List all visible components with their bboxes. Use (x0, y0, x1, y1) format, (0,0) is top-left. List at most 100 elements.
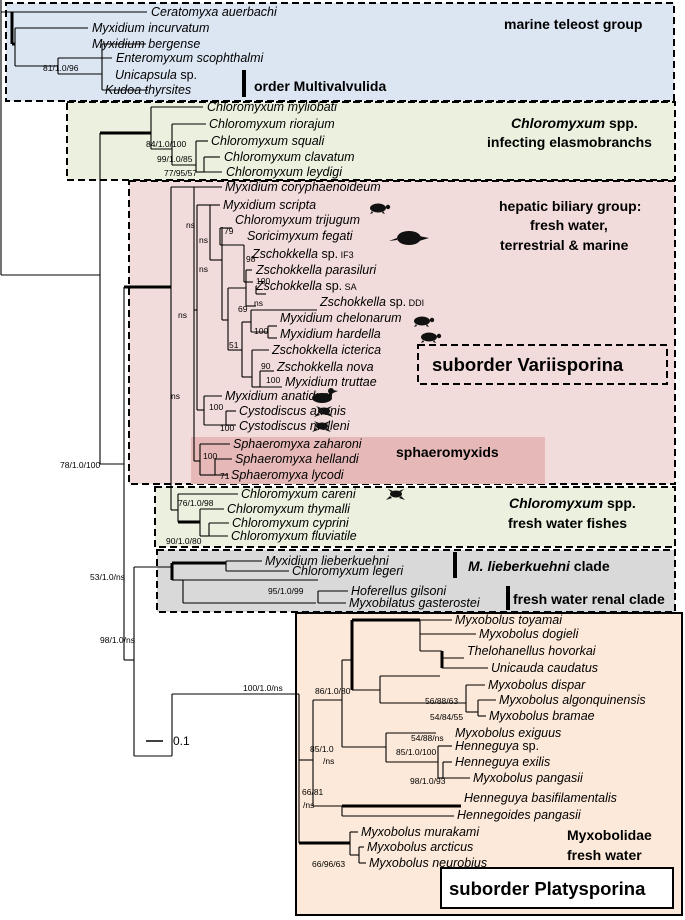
taxon-label: Zschokkella sp. IF3 (251, 247, 354, 261)
taxon-label: Unicapsula sp. (115, 68, 197, 82)
taxon-label: Sphaeromyxa lycodi (231, 468, 345, 482)
support-value: 90/1.0/80 (166, 536, 202, 546)
scale-bar-label: 0.1 (173, 734, 190, 748)
support-value: 56/88/63 (425, 696, 458, 706)
taxon-label: Henneguya sp. (455, 739, 539, 753)
myxobolidae-label-line1: Myxobolidae (567, 827, 652, 843)
freshwater-chloromyxum-line2: fresh water fishes (508, 515, 627, 531)
taxon-label: Enteromyxum scophthalmi (116, 51, 265, 65)
sphaeromyxid-box (191, 437, 545, 484)
support-value: 71 (220, 471, 230, 481)
turtle-icon (414, 316, 435, 327)
support-value: 66/96/63 (312, 859, 345, 869)
support-value: 84/1.0/100 (146, 139, 186, 149)
elasmobranch-label-line2: infecting elasmobranchs (487, 134, 652, 150)
taxon-label: Chloromyxum fluviatile (231, 529, 357, 543)
support-value: 76/1.0/98 (178, 498, 214, 508)
marine-teleost-box (5, 2, 675, 102)
taxon-label: Zschokkella sp. SA (255, 279, 357, 293)
support-value: 100 (266, 375, 280, 385)
support-value: 79 (224, 226, 234, 236)
support-value: ns (254, 298, 263, 308)
taxon-label: Myxobolus toyamai (455, 613, 563, 627)
support-value: ns (199, 264, 208, 274)
frog-icon (386, 489, 405, 500)
taxon-label: Myxobolus murakami (361, 825, 480, 839)
myxobolidae-label-line2: fresh water (567, 847, 642, 863)
support-value: 69 (238, 304, 248, 314)
hepatic-label-line1: hepatic biliary group: (499, 198, 641, 214)
support-value: 78/1.0/100 (60, 460, 100, 470)
taxon-label: Myxobolus exiguus (455, 726, 561, 740)
taxon-label: Thelohanellus hovorkai (467, 644, 597, 658)
hepatic-label-line2: fresh water, (530, 217, 608, 233)
taxon-label: Myxidium coryphaenoideum (225, 180, 381, 194)
lieberkuehni-clade-label: M. lieberkuehni clade (468, 558, 610, 574)
support-value: ns (178, 310, 187, 320)
taxon-label: Zschokkella icterica (271, 343, 381, 357)
taxon-label: Unicauda caudatus (491, 661, 598, 675)
taxon-label: Sphaeromyxa zaharoni (233, 437, 363, 451)
taxon-label: Kudoa thyrsites (105, 83, 191, 97)
support-value: 100 (254, 326, 268, 336)
taxon-label: Henneguya exilis (455, 755, 550, 769)
support-value: 98/1.0/93 (410, 776, 446, 786)
taxon-label: Ceratomyxa auerbachi (151, 5, 278, 19)
platysporina-label: suborder Platysporina (449, 878, 646, 899)
elasmobranch-label: Chloromyxum spp. (511, 115, 638, 131)
taxon-labels: Ceratomyxa auerbachi Myxidium incurvatum… (92, 5, 646, 870)
support-value: 98/1.0/ns (100, 635, 135, 645)
taxon-label: Myxidium lieberkuehni (265, 554, 390, 568)
multivalvulida-label: order Multivalvulida (254, 78, 386, 94)
support-value: 100/1.0/ns (243, 683, 283, 693)
taxon-label: Myxidium hardella (280, 327, 381, 341)
support-value: /ns (303, 800, 314, 810)
taxon-label: Myxobolus algonquinensis (499, 693, 646, 707)
taxon-label: Henneguya basifilamentalis (464, 791, 617, 805)
hepatic-label-line3: terrestrial & marine (500, 237, 629, 253)
taxon-label: Myxobolus arcticus (367, 840, 473, 854)
platysporina-label-box (440, 867, 674, 909)
taxon-label: Chloromyxum riorajum (209, 117, 335, 131)
support-value: 100 (256, 276, 270, 286)
taxon-label: Myxidium chelonarum (280, 311, 402, 325)
support-value: 86/1.0/80 (315, 686, 351, 696)
taxon-label: Soricimyxum fegati (247, 229, 354, 243)
taxon-label: Zschokkella parasiluri (255, 263, 377, 277)
taxon-label: Chloromyxum leydigi (226, 165, 343, 179)
support-value: /ns (323, 756, 334, 766)
renal-clade-label: fresh water renal clade (513, 591, 665, 607)
taxon-label: Myxidium incurvatum (92, 21, 209, 35)
support-value: ns (171, 391, 180, 401)
taxon-label: Myxobolus neurobius (369, 856, 487, 870)
support-value: 51 (229, 340, 239, 350)
sphaeromyxids-label: sphaeromyxids (396, 444, 499, 460)
taxon-label: Myxidium bergense (92, 37, 200, 51)
taxon-label: Chloromyxum careni (241, 487, 357, 501)
freshwater-chloromyxum-label: Chloromyxum spp. (509, 495, 636, 511)
support-value: 99/1.0/85 (157, 154, 193, 164)
platysporina-box (295, 612, 683, 916)
taxon-label: Myxidium scripta (223, 198, 316, 212)
marine-teleost-label: marine teleost group (504, 16, 642, 32)
support-value: 98 (246, 254, 256, 264)
support-value: 53/1.0/ns (90, 572, 125, 582)
variisporina-label-box (417, 344, 668, 385)
taxon-label: Chloromyxum legeri (292, 564, 404, 578)
tree-branches (0, 0, 496, 864)
variisporina-label: suborder Variisporina (432, 354, 624, 375)
support-value: 77/95/57 (164, 168, 197, 178)
mole-icon (389, 231, 429, 245)
taxon-label: Sphaeromyxa hellandi (235, 452, 360, 466)
support-value: 54/88/ns (411, 733, 444, 743)
turtle-icon (421, 332, 442, 343)
support-value: 90 (261, 361, 271, 371)
taxon-label: Hennegoides pangasii (457, 808, 582, 822)
taxon-label: Chloromyxum squali (211, 134, 325, 148)
support-values: 81/1.0/96 84/1.0/100 99/1.0/85 77/95/57 … (43, 63, 463, 869)
support-value: 100 (220, 423, 234, 433)
taxon-label: Cystodiscus melleni (239, 419, 351, 433)
support-value: 66/81 (302, 787, 324, 797)
taxon-label: Zschokkella nova (276, 360, 374, 374)
